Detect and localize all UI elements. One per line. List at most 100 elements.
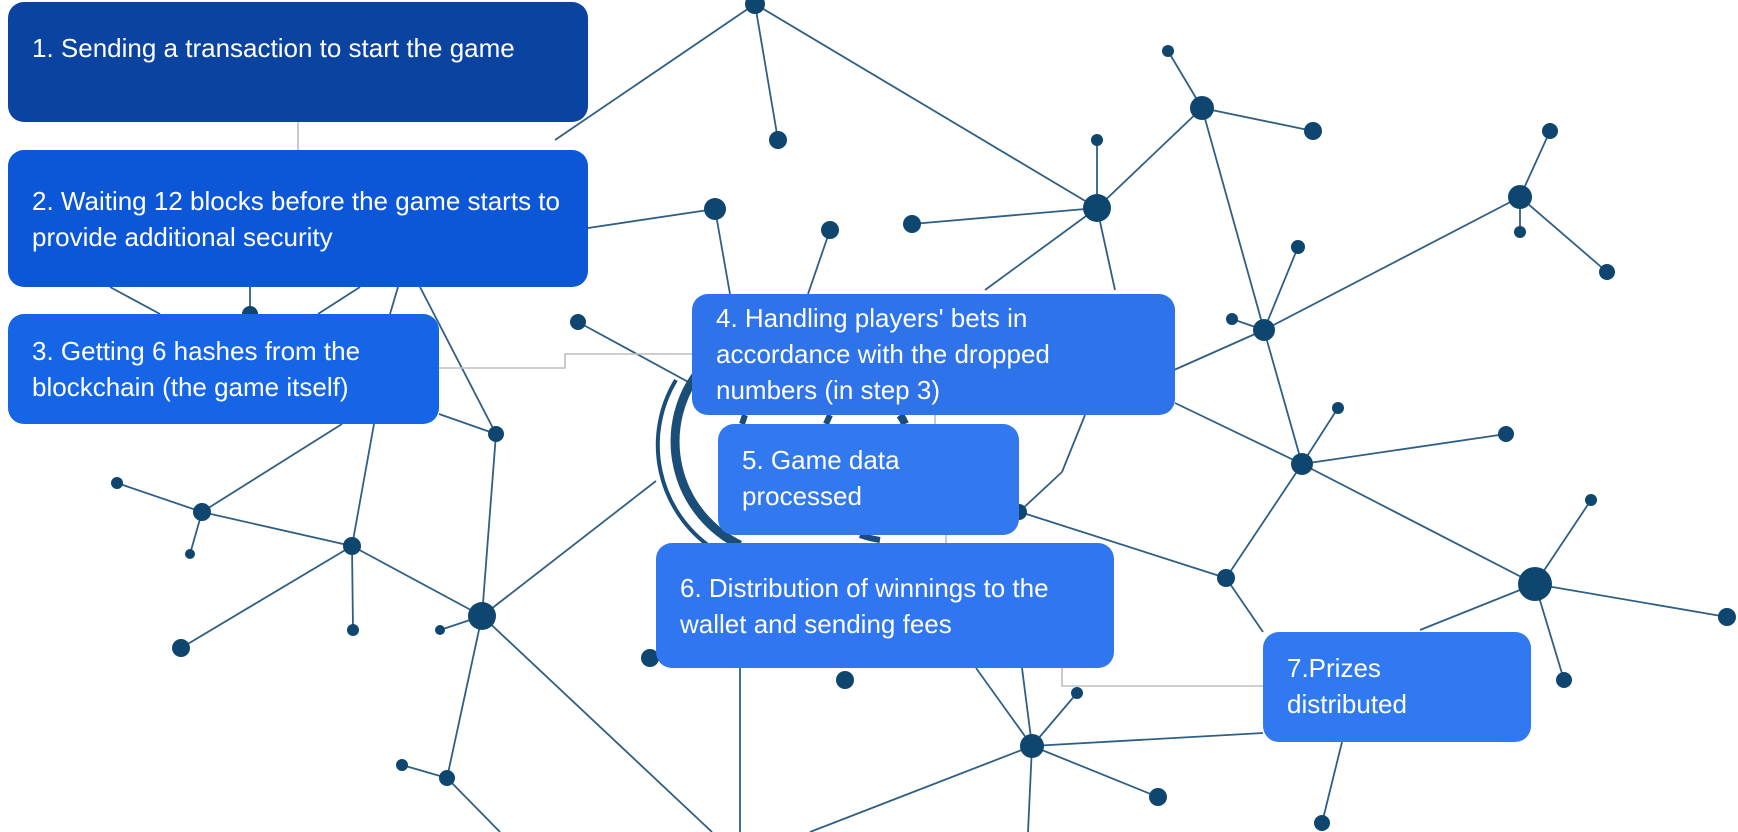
step-7-box: 7.Prizes distributed [1263, 632, 1531, 742]
network-edge [481, 480, 657, 617]
network-node [343, 537, 361, 555]
network-edge [1018, 471, 1063, 513]
network-node [185, 549, 195, 559]
network-node [769, 131, 787, 149]
network-node [1020, 734, 1044, 758]
step-4-box: 4. Handling players' bets in accordance … [692, 294, 1175, 415]
central-emblem [655, 367, 909, 550]
network-node [1332, 402, 1344, 414]
network-node [1556, 672, 1572, 688]
network-node [1718, 608, 1736, 626]
network-edge [1225, 463, 1303, 579]
network-edge [351, 545, 483, 617]
network-edge [351, 423, 375, 547]
network-edge [201, 511, 353, 547]
step-2-box: 2. Waiting 12 blocks before the game sta… [8, 150, 588, 287]
network-edge [317, 286, 361, 315]
network-edge [1174, 402, 1303, 465]
network-node [468, 602, 496, 630]
network-node [1149, 788, 1167, 806]
emblem-ring [655, 378, 714, 550]
flow-connectors [297, 122, 1263, 687]
step-4-label: 4. Handling players' bets in accordance … [716, 303, 1050, 405]
network-edge [1301, 463, 1536, 585]
network-node [570, 314, 586, 330]
network-edge [1419, 583, 1536, 631]
network-edge [1263, 196, 1521, 331]
network-node [903, 215, 921, 233]
network-edge [419, 286, 497, 435]
network-node [1291, 240, 1305, 254]
network-edge [1061, 414, 1086, 473]
step-6-label: 6. Distribution of winnings to the walle… [680, 573, 1049, 639]
network-edge [1019, 511, 1227, 579]
network-node [1071, 687, 1083, 699]
network-edge [109, 286, 161, 315]
network-edge [1534, 583, 1728, 618]
network-edge [714, 208, 731, 295]
network-edge [446, 777, 501, 832]
emblem-ring [859, 532, 881, 543]
network-edge [1321, 741, 1343, 824]
network-edge [1225, 577, 1264, 633]
network-node [1091, 134, 1103, 146]
emblem-stroke [739, 414, 748, 425]
network-node [1542, 123, 1558, 139]
network-edge [975, 667, 1033, 747]
network-edge [754, 3, 1098, 209]
network-node [1508, 185, 1532, 209]
step-3-box: 3. Getting 6 hashes from the blockchain … [8, 314, 439, 424]
network-node [704, 198, 726, 220]
network-node [172, 639, 190, 657]
network-edge [809, 745, 1033, 832]
network-edge [1031, 745, 1159, 798]
network-edges [109, 3, 1728, 832]
network-edge [1263, 246, 1299, 331]
network-edge [481, 615, 713, 832]
network-edge [577, 321, 693, 385]
network-node [1217, 569, 1235, 587]
network-node [821, 221, 839, 239]
network-node [1304, 122, 1322, 140]
network-edge [351, 545, 354, 631]
network-node [1599, 264, 1615, 280]
network-edge [438, 413, 497, 435]
network-edge [201, 423, 343, 513]
network-edge [807, 229, 831, 295]
network-node [396, 759, 408, 771]
network-node [836, 671, 854, 689]
network-edge [1201, 107, 1265, 331]
network-node [1291, 453, 1313, 475]
step-6-box: 6. Distribution of winnings to the walle… [656, 543, 1114, 668]
network-node [347, 624, 359, 636]
network-node [641, 649, 659, 667]
network-node [1226, 313, 1238, 325]
network-node [111, 477, 123, 489]
network-edge [1173, 329, 1265, 371]
emblem-stroke [823, 413, 833, 426]
network-edge [1301, 407, 1339, 465]
network-edge [554, 3, 756, 141]
network-node [1253, 319, 1275, 341]
network-edge [587, 208, 716, 229]
step-3-label: 3. Getting 6 hashes from the blockchain … [32, 336, 361, 402]
network-node [193, 503, 211, 521]
network-edge [1096, 107, 1203, 209]
network-edge [1201, 107, 1314, 132]
step-7-label: 7.Prizes distributed [1287, 653, 1407, 719]
flow-connector [1061, 668, 1263, 687]
network-edge [1027, 745, 1033, 832]
flow-connector [439, 353, 692, 369]
step-5-box: 5. Game data processed [718, 424, 1019, 535]
network-edge [1263, 329, 1303, 465]
network-edge [180, 545, 353, 649]
network-edge [1301, 433, 1507, 465]
network-edge [481, 433, 497, 617]
network-edge [116, 482, 203, 513]
network-node [1190, 96, 1214, 120]
network-edge [1519, 196, 1608, 273]
network-edge [754, 3, 779, 141]
step-1-label: 1. Sending a transaction to start the ga… [32, 33, 515, 63]
network-node [745, 0, 765, 14]
emblem-ring [896, 412, 909, 426]
